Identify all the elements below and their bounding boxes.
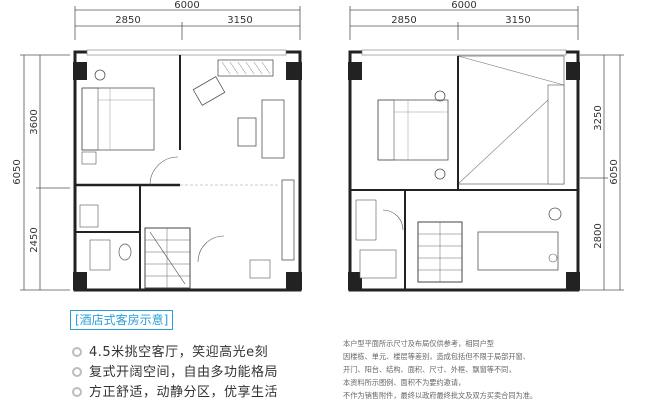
left-side-lower: 2450 <box>29 227 40 252</box>
feature-text: 4.5米挑空客厅，笑迎高光e刻 <box>89 345 269 360</box>
left-top-left-dim: 2850 <box>115 15 140 26</box>
right-top-left-dim: 2850 <box>391 15 416 26</box>
note-line: 本资料所示图例、面积不为要约邀请， <box>343 378 466 387</box>
note-line: 本户型平面所示尺寸及布局仅供参考，相同户型 <box>343 339 494 348</box>
right-top-right-dim: 3150 <box>505 15 530 26</box>
disclaimer-note: 本户型平面所示尺寸及布局仅供参考，相同户型 因楼栋、单元、楼层等差别，造成包括但… <box>343 337 583 402</box>
left-plan: 6000 2850 3150 6050 3600 2450 <box>12 0 302 292</box>
feature-item: 4.5米挑空客厅，笑迎高光e刻 <box>72 341 268 360</box>
note-line: 开门、阳台、结构、面积、尺寸、外框、飘窗等不同， <box>343 365 516 374</box>
right-top-total: 6000 <box>451 0 476 11</box>
feature-text: 复式开阔空间，自由多功能格局 <box>89 365 279 380</box>
bullet-icon <box>72 347 82 357</box>
right-side-upper: 3250 <box>593 105 604 130</box>
left-side-upper: 3600 <box>29 109 40 134</box>
right-plan: 6000 2850 3150 3250 2800 6050 <box>348 0 624 292</box>
feature-text: 方正舒适，动静分区，优享生活 <box>89 385 279 400</box>
bullet-icon <box>72 387 82 397</box>
right-side-lower: 2800 <box>593 223 604 248</box>
note-line: 不作为销售附件，最终以政府最终批文及双方买卖合同为准。 <box>343 391 538 400</box>
left-top-right-dim: 3150 <box>227 15 252 26</box>
bullet-icon <box>72 367 82 377</box>
left-top-total: 6000 <box>174 0 199 11</box>
feature-item: 复式开阔空间，自由多功能格局 <box>72 361 278 380</box>
note-line: 因楼栋、单元、楼层等差别，造成包括但不限于局部开窗、 <box>343 352 530 361</box>
section-title: [酒店式客房示意] <box>70 310 174 330</box>
left-side-total: 6050 <box>12 159 23 184</box>
right-side-total: 6050 <box>609 159 620 184</box>
feature-item: 方正舒适，动静分区，优享生活 <box>72 381 278 400</box>
